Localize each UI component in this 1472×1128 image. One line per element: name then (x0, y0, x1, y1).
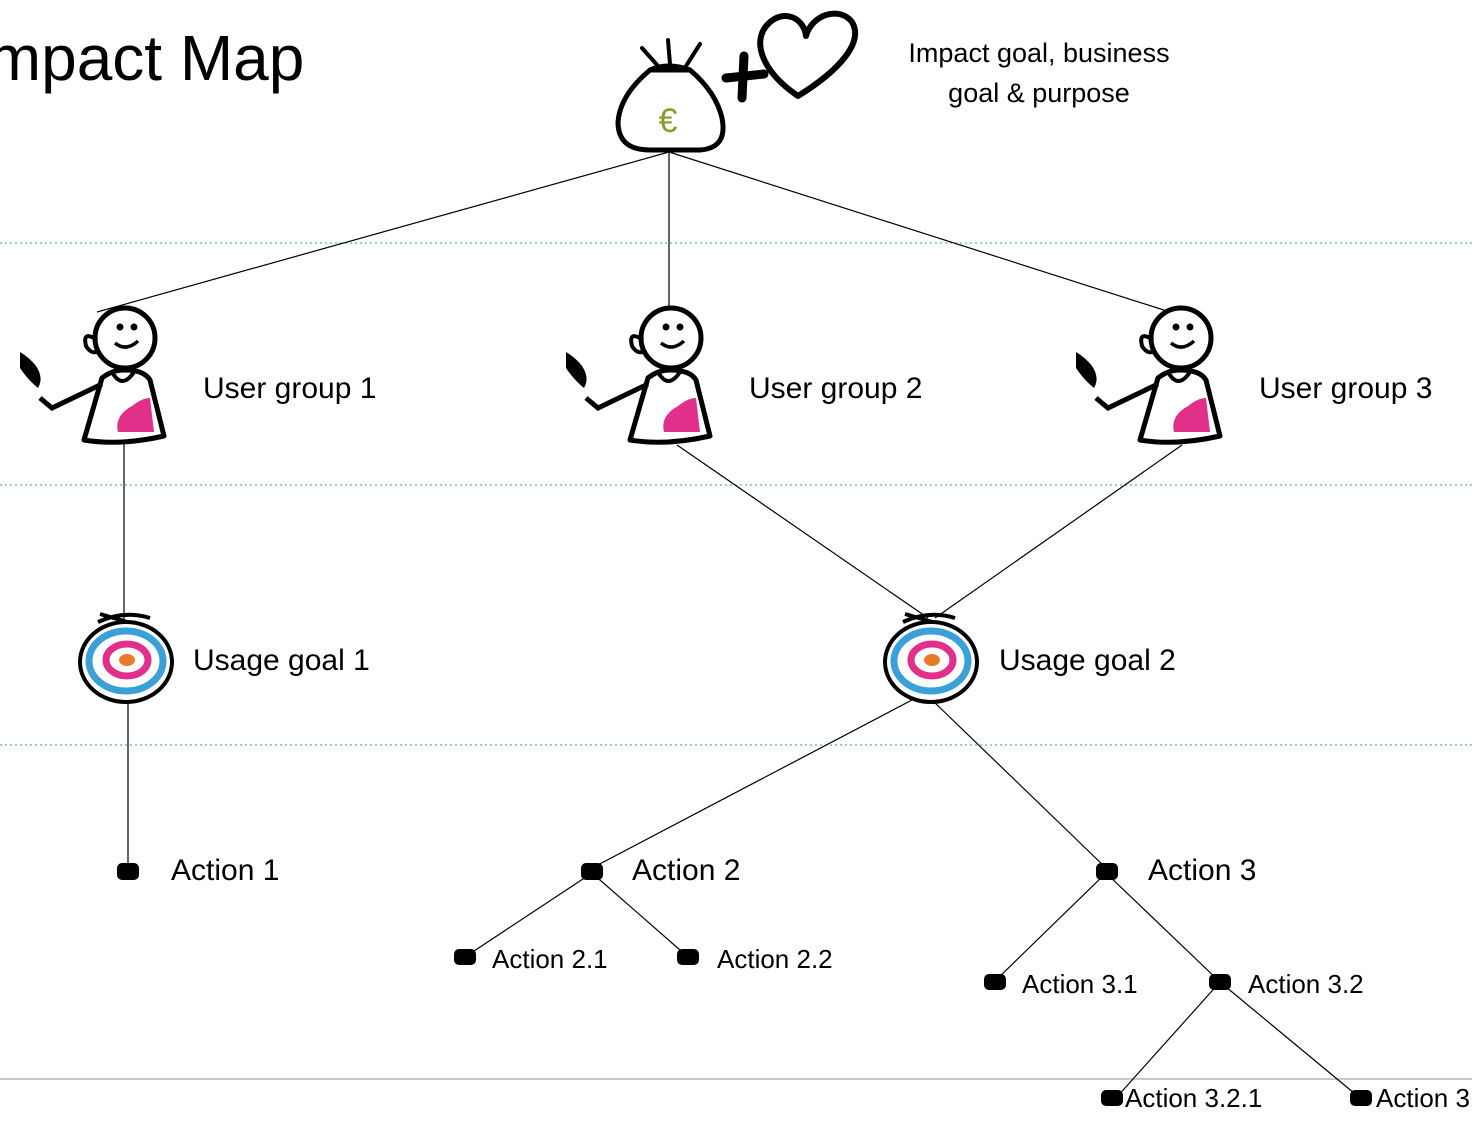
action-node (1101, 1090, 1123, 1106)
heart-icon (757, 10, 859, 99)
stick-figure-icon (1076, 305, 1223, 445)
impact-goal-line2: goal & purpose (948, 78, 1130, 108)
sub-action-label: Action 3.2.2 (1376, 1083, 1472, 1113)
connector (1219, 981, 1361, 1099)
action-node (581, 863, 603, 880)
action-node (1209, 974, 1231, 990)
user-group-label: User group 3 (1259, 372, 1433, 405)
action-label: Action 2 (632, 854, 741, 887)
stick-figure-icon (20, 305, 167, 445)
connector (591, 699, 913, 869)
impact-goal-label: Impact goal, business goal & purpose (874, 33, 1204, 113)
action-node (984, 974, 1006, 990)
connector (464, 872, 593, 958)
plus-icon (721, 51, 769, 103)
sub-action-label: Action 3.2.1 (1125, 1083, 1263, 1113)
connector (1105, 872, 1221, 983)
page-title: Impact Map (0, 22, 305, 94)
action-label: Action 1 (171, 854, 280, 887)
connector (931, 699, 1107, 869)
sub-action-label: Action 2.1 (492, 944, 608, 974)
connector (676, 444, 929, 619)
usage-goal-label: Usage goal 1 (193, 644, 370, 677)
svg-text:€: € (659, 102, 678, 140)
impact-goal-line1: Impact goal, business (908, 38, 1170, 68)
connector (668, 151, 1171, 313)
money-bag-icon: € (615, 38, 726, 153)
usage-goal-label: Usage goal 2 (999, 644, 1176, 677)
action-node (1096, 863, 1118, 880)
action-node (1350, 1090, 1372, 1106)
user-group-label: User group 2 (749, 372, 923, 405)
target-icon (78, 612, 174, 704)
stick-figure-icon (566, 305, 713, 445)
action-label: Action 3 (1148, 854, 1257, 887)
target-icon (883, 612, 979, 704)
connector (934, 444, 1183, 619)
sub-action-label: Action 3.2 (1248, 969, 1364, 999)
action-node (677, 949, 699, 965)
sub-action-label: Action 2.2 (717, 944, 833, 974)
sub-action-label: Action 3.1 (1022, 969, 1138, 999)
user-group-label: User group 1 (203, 372, 377, 405)
connector (96, 151, 670, 313)
action-nodes (117, 863, 1372, 1106)
action-node (454, 949, 476, 965)
connector (1115, 981, 1221, 1099)
connector (591, 872, 689, 958)
connectors (96, 151, 1361, 1099)
connector (993, 872, 1107, 983)
action-node (117, 863, 139, 880)
